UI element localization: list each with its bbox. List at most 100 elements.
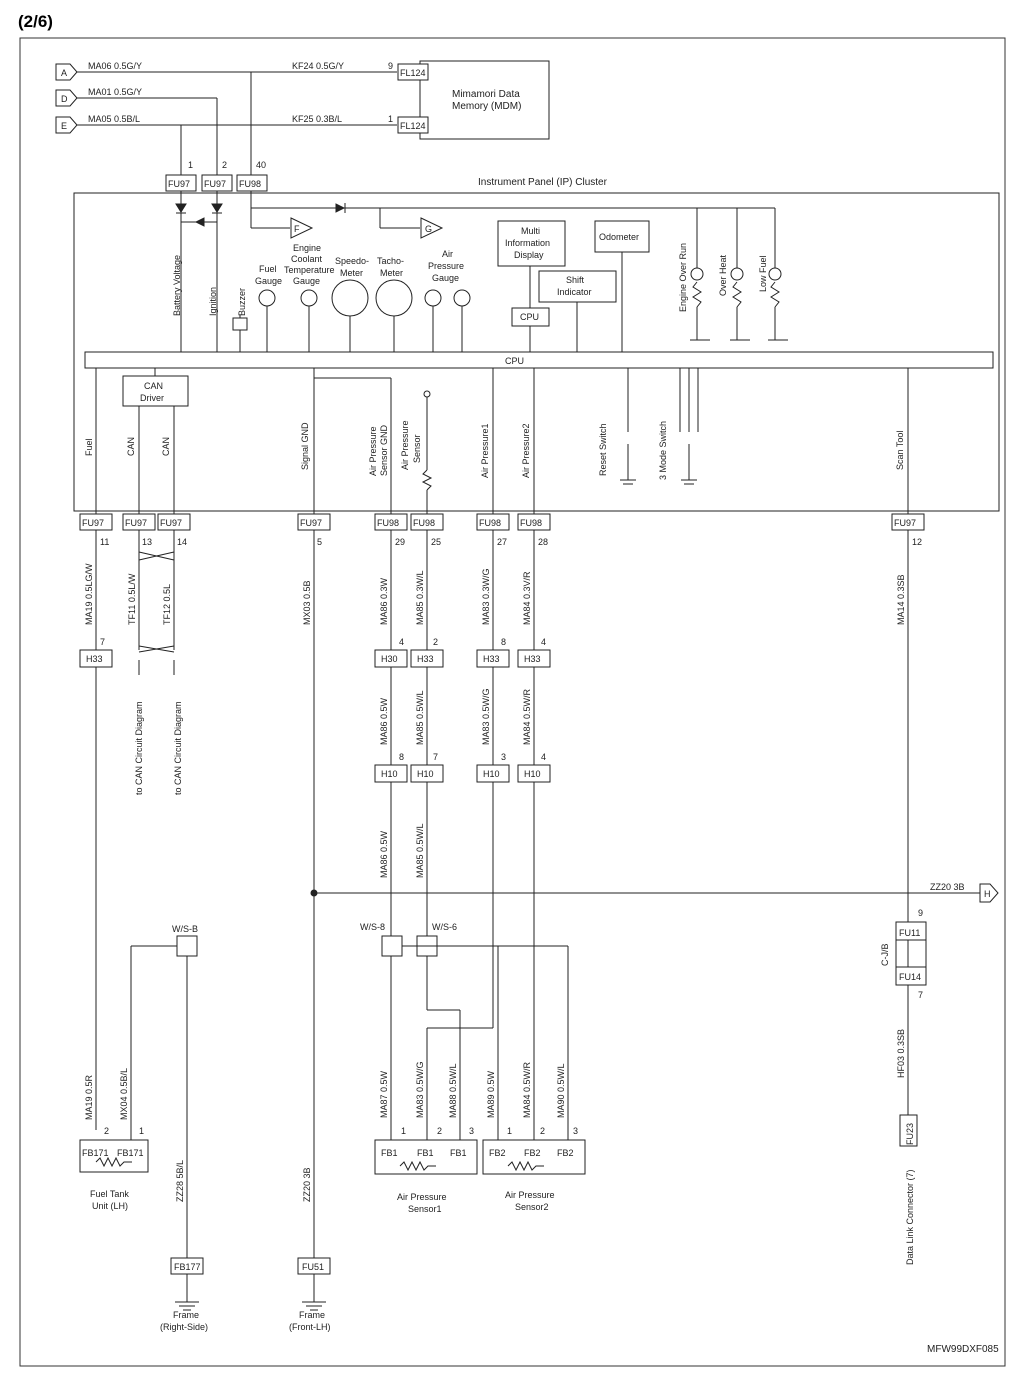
h10-b-pin: 7 (433, 752, 438, 762)
cjb-pin-bottom: 7 (918, 990, 923, 1000)
pin-13: 13 (142, 537, 152, 547)
can-driver-label-2: Driver (140, 393, 164, 403)
ws-8-label: W/S-8 (360, 922, 385, 932)
wire-hf03: HF03 0.3SB (896, 1029, 906, 1078)
can-ref-1: to CAN Circuit Diagram (134, 701, 144, 795)
fuel-gauge-label-1: Fuel (259, 264, 277, 274)
h33-fuel-name: H33 (86, 654, 103, 664)
air-pressure2-label: Air Pressure2 (521, 423, 531, 478)
mdm-title-2: Memory (MDM) (452, 101, 521, 112)
multi-info-display-box (497, 220, 566, 267)
connector-d-letter: D (61, 94, 68, 104)
fuel-label: Fuel (84, 438, 94, 456)
conn-fu98-28: FU98 (520, 518, 542, 528)
mdm-connector-a: FL124 (400, 68, 426, 78)
wire-mx04: MX04 0.5B/L (119, 1068, 129, 1120)
shift-indicator-label-1: Shift (566, 275, 585, 285)
conn-fu97-14: FU97 (160, 518, 182, 528)
mode-switch-label: 3 Mode Switch (658, 421, 668, 480)
multi-info-label-2: Information (505, 238, 550, 248)
conn-fu97-13: FU97 (125, 518, 147, 528)
ap-sensor2-label-1: Air Pressure (505, 1190, 555, 1200)
wire-ma06: MA06 0.5G/Y (88, 61, 142, 71)
can-label-2: CAN (161, 437, 171, 456)
h33-fuel-pin: 7 (100, 637, 105, 647)
ground-2-label-1: Frame (299, 1310, 325, 1320)
wire-ma85-b: MA85 0.5W/L (415, 690, 425, 745)
scan-tool-label: Scan Tool (895, 431, 905, 470)
conn-fu97-5: FU97 (300, 518, 322, 528)
wire-ma19-b: MA19 0.5R (84, 1074, 94, 1120)
ap-sensor-gnd-label-2: Sensor GND (379, 424, 389, 476)
h33-c-name: H33 (483, 654, 500, 664)
battery-voltage-label: Battery Voltage (172, 255, 182, 316)
h10-c-pin: 3 (501, 752, 506, 762)
cjb-box (895, 921, 927, 986)
can-ref-2: to CAN Circuit Diagram (173, 701, 183, 795)
tachometer-symbol (375, 279, 413, 317)
fb2-b: FB2 (524, 1148, 541, 1158)
ap-sensor-label-1: Air Pressure (400, 420, 410, 470)
speedometer-symbol (331, 279, 369, 317)
h30-name: H30 (381, 654, 398, 664)
pin-14: 14 (177, 537, 187, 547)
h10-a-name: H10 (381, 769, 398, 779)
fuel-tank-label-1: Fuel Tank (90, 1189, 129, 1199)
cpu-label: CPU (505, 356, 524, 366)
wire-tf11: TF11 0.5L/W (127, 573, 137, 625)
connector-fu98-40: FU98 (239, 179, 261, 189)
inner-cpu-label: CPU (520, 312, 539, 322)
ip-cluster-title: Instrument Panel (IP) Cluster (478, 177, 608, 188)
can-label-1: CAN (126, 437, 136, 456)
wire-ma19: MA19 0.5LG/W (84, 563, 94, 625)
buzzer-symbol (232, 317, 248, 331)
wire-ma89: MA89 0.5W (486, 1070, 496, 1118)
ground-1-label-1: Frame (173, 1310, 199, 1320)
wire-ma83-c: MA83 0.5W/G (415, 1061, 425, 1118)
wire-mx03: MX03 0.5B (302, 580, 312, 625)
ap-sensor-label-2: Sensor (412, 434, 422, 463)
ip-cluster-box (73, 192, 1000, 512)
flag-f (290, 217, 314, 239)
splice-ws-b (176, 935, 198, 957)
page-number: (2/6) (18, 12, 53, 31)
pin-5: 5 (317, 537, 322, 547)
wire-ma85-c: MA85 0.5W/L (415, 823, 425, 878)
conn-fu97-11: FU97 (82, 518, 104, 528)
wire-ma84-c: MA84 0.5W/R (522, 1061, 532, 1118)
ground-fb177: FB177 (174, 1262, 201, 1272)
conn-fu97-12: FU97 (894, 518, 916, 528)
fuel-tank-pin-1: 1 (139, 1126, 144, 1136)
fb171-b: FB171 (117, 1148, 144, 1158)
fb1-a: FB1 (381, 1148, 398, 1158)
cpu-bar (84, 351, 994, 369)
wire-ma85-a: MA85 0.3W/L (415, 570, 425, 625)
fb1-pin-2: 2 (437, 1126, 442, 1136)
coolant-label-1: Engine (293, 243, 321, 253)
cjb-label: C-J/B (880, 944, 890, 967)
wire-kf24: KF24 0.5G/Y (292, 61, 344, 71)
fuel-gauge-symbol (258, 289, 276, 307)
shift-indicator-label-2: Indicator (557, 287, 592, 297)
pin-1: 1 (188, 160, 193, 170)
pin-29: 29 (395, 537, 405, 547)
air-pressure1-label: Air Pressure1 (480, 423, 490, 478)
shift-indicator-box (538, 270, 617, 303)
fuel-tank-pin-2: 2 (104, 1126, 109, 1136)
engine-over-run-label: Engine Over Run (678, 243, 688, 312)
conn-fu98-25: FU98 (413, 518, 435, 528)
wire-ma05: MA05 0.5B/L (88, 114, 140, 124)
wire-zz20-h: ZZ20 3B (930, 882, 965, 892)
h10-a-pin: 8 (399, 752, 404, 762)
coolant-label-4: Gauge (293, 276, 320, 286)
mdm-title-1: Mimamori Data (452, 89, 520, 100)
h33-d-pin: 4 (541, 637, 546, 647)
pin-27: 27 (497, 537, 507, 547)
document-code: MFW99DXF085 (927, 1344, 999, 1355)
fuel-tank-label-2: Unit (LH) (92, 1201, 128, 1211)
fb1-b: FB1 (417, 1148, 434, 1158)
ap-sensor1-label-1: Air Pressure (397, 1192, 447, 1202)
wire-ma87: MA87 0.5W (379, 1070, 389, 1118)
dlc-fu23: FU23 (905, 1123, 915, 1145)
wire-ma90: MA90 0.5W/L (556, 1063, 566, 1118)
